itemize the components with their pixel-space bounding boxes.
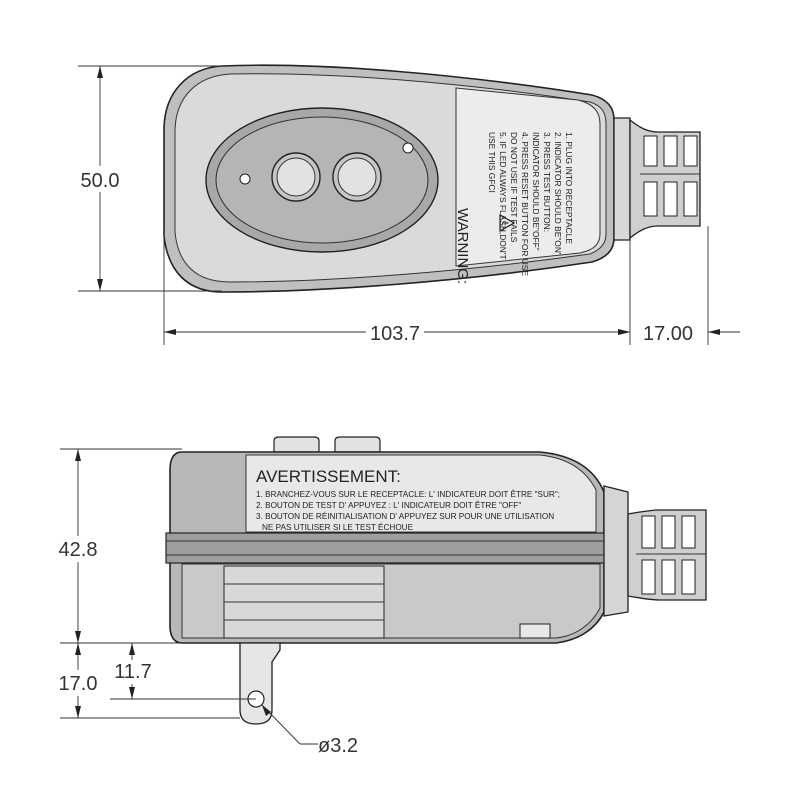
dim-arrow-icon (708, 329, 720, 335)
dim-arrow-icon (97, 279, 103, 291)
side-clip (519, 623, 551, 639)
side-label-area (245, 454, 597, 533)
avertissement-line: 1. BRANCHEZ-VOUS SUR LE RECEPTACLE: L' I… (256, 489, 560, 499)
dim-arrow-icon (75, 631, 81, 643)
side-parting-band (165, 532, 607, 564)
top-cord-ribs (640, 135, 700, 217)
side-cord-ribs (636, 515, 706, 595)
dim-length: 103.7 (370, 323, 420, 345)
side-reset-button (334, 436, 381, 453)
side-test-button (273, 436, 320, 453)
led-indicator-left (239, 173, 251, 185)
dim-arrow-icon (618, 329, 630, 335)
warning-triangle-icon (499, 213, 516, 233)
warning-line: 4. PRESS RESET BUTTON FOR USE (520, 132, 530, 276)
dim-label-bg (366, 320, 424, 346)
dim-label-bg (112, 660, 154, 684)
led-indicator-right (402, 142, 414, 154)
warning-line: 1. PLUG INTO RECEPTACLE (564, 132, 574, 244)
avertissement-title: AVERTISSEMENT: (256, 467, 401, 486)
warning-line: 2. INDICATOR SHOULD BE"ON" (553, 132, 563, 256)
avertissement-line: 3. BOUTON DE RÉINITIALISATION D' APPUYEZ… (256, 511, 554, 521)
dim-hole-offset: 11.7 (114, 661, 151, 683)
dim-label-bg (54, 670, 102, 696)
warning-title: WARNING: (454, 208, 471, 284)
dim-label-bg (54, 536, 102, 562)
dim-hole-diameter: ø3.2 (318, 735, 358, 757)
test-button-cap (276, 157, 316, 197)
side-view: AVERTISSEMENT: 1. BRANCHEZ-VOUS SUR LE R… (54, 436, 707, 757)
dim-arrow-icon (129, 687, 135, 699)
avertissement-lines: 1. BRANCHEZ-VOUS SUR LE RECEPTACLE: L' I… (256, 489, 560, 532)
warning-label-panel (455, 87, 601, 267)
dim-arrow-icon (75, 449, 81, 461)
dim-label-bg (76, 166, 126, 192)
dim-arrow-icon (75, 643, 81, 655)
side-cord-strain-relief (603, 485, 629, 617)
button-panel-inner (215, 116, 429, 244)
warning-line: 3. PRESS TEST BUTTON: (542, 132, 552, 232)
warning-line: DO NOT USE IF TEST FAILS (509, 132, 519, 243)
reset-button-cap (337, 157, 377, 197)
warning-label-exclaim: ! (500, 222, 510, 225)
warning-line: INDICATOR SHOULD BE"OFF" (531, 132, 541, 251)
dim-cord-length: 17.00 (643, 323, 693, 345)
warning-line: 5. IF LED ALWAYS FLASH,DON'T (498, 132, 508, 260)
dim-height-top: 50.0 (81, 170, 120, 192)
dim-plug-total: 17.0 (59, 673, 98, 695)
warning-label-text: ! WARNING: (454, 208, 516, 284)
dim-arrow-icon (75, 706, 81, 718)
top-cord-strain-relief (613, 117, 631, 241)
dim-arrow-icon (97, 66, 103, 78)
plug-prong (239, 642, 281, 725)
dim-arrow-icon (164, 329, 176, 335)
dim-arrow-icon (262, 705, 271, 716)
warning-line: USE THIS GFCI (487, 132, 497, 193)
avertissement-line: 2. BOUTON DE TEST D' APPUYEZ : L' INDICA… (256, 500, 521, 510)
dim-height-side: 42.8 (59, 539, 98, 561)
dim-arrow-icon (129, 643, 135, 655)
avertissement-line: NE PAS UTILISER SI LE TEST ÉCHOUE (262, 522, 414, 532)
